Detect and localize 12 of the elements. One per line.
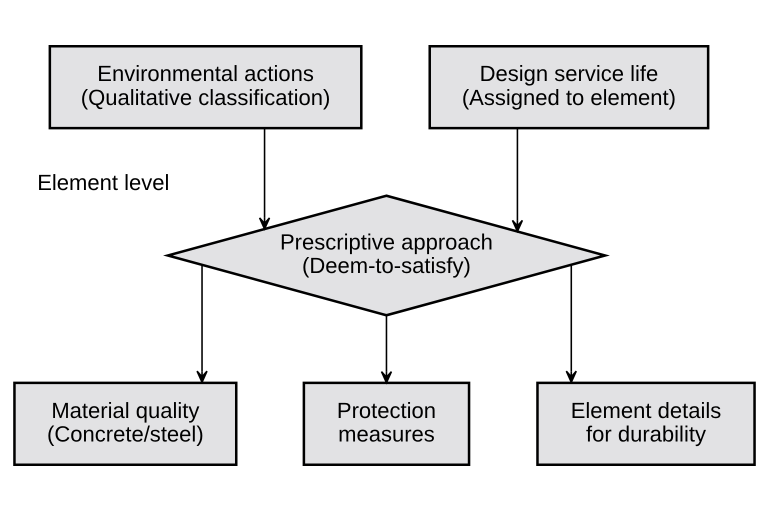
node-diamond: Prescriptive approach (Deem-to-satisfy): [163, 194, 610, 316]
arrow: [566, 264, 578, 382]
arrow: [258, 128, 270, 230]
arrow: [196, 264, 208, 382]
node-box: Environmental actions (Qualitative classification): [48, 44, 363, 129]
arrow: [512, 128, 524, 232]
node-box: Material quality (Concrete/steel): [13, 381, 238, 466]
node-box: Element details for durability: [536, 381, 756, 466]
node-box: Protection measures: [302, 381, 470, 466]
node-label: Element level: [37, 169, 170, 194]
arrow: [380, 314, 392, 383]
node-box: Design service life (Assigned to element): [428, 44, 710, 129]
